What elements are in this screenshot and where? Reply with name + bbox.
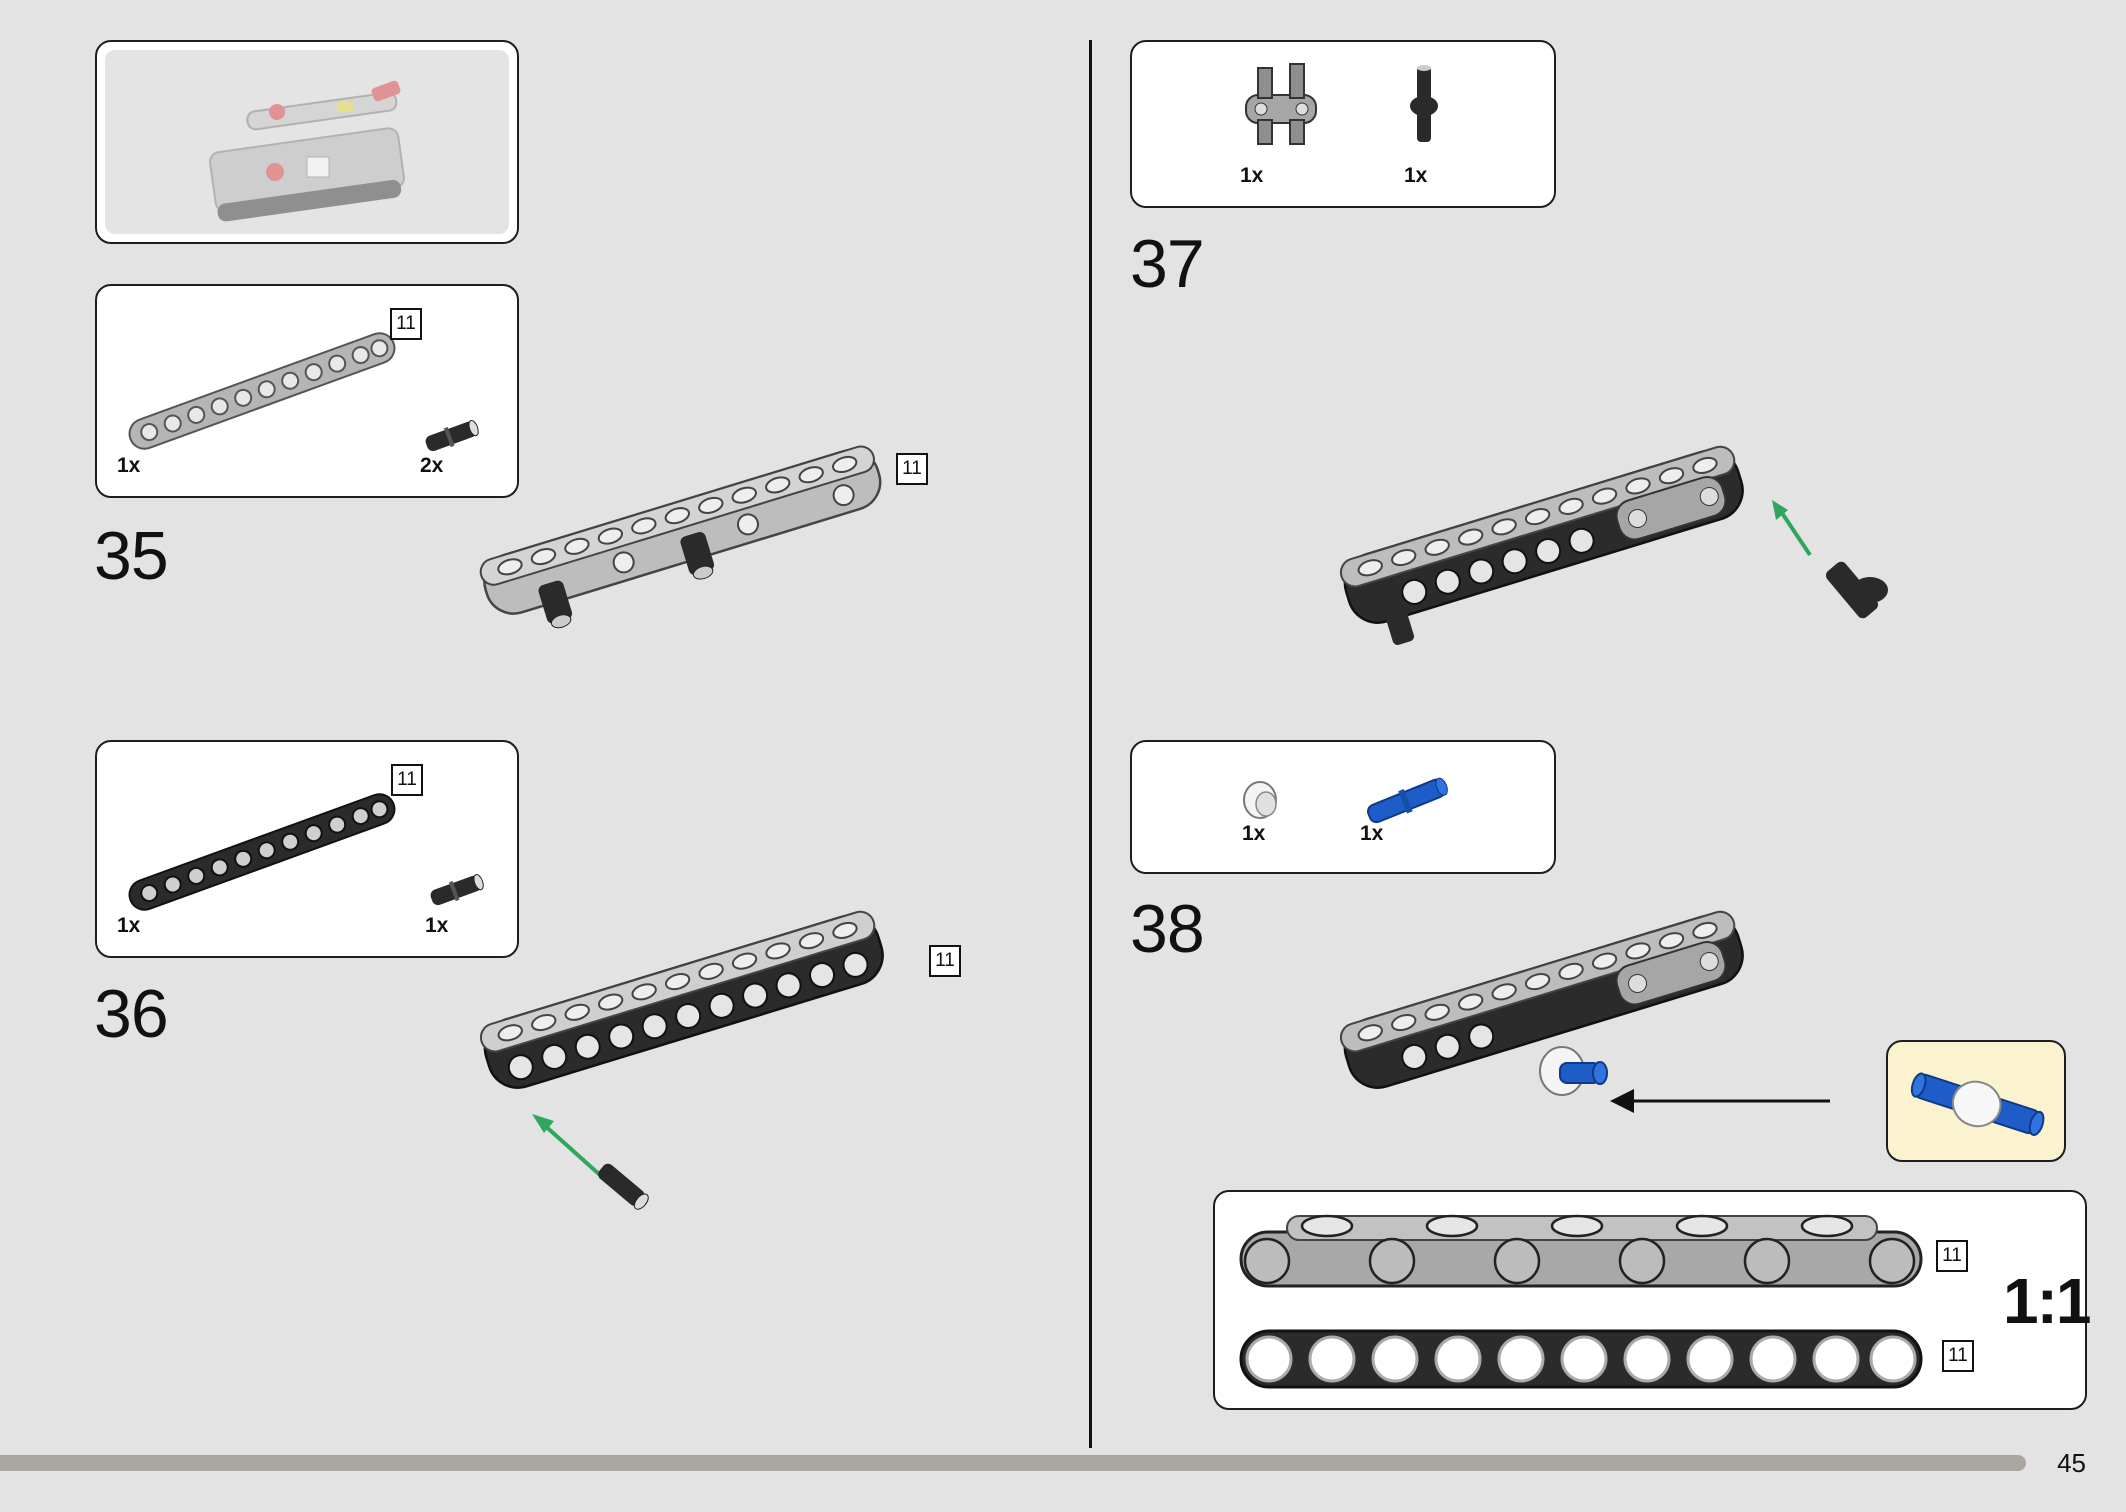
page-number: 45 bbox=[2057, 1448, 2086, 1478]
build-length-badge: 11 bbox=[896, 453, 928, 485]
step-36-parts-box: 11 1x 1x bbox=[95, 740, 519, 958]
part-quantity: 1x bbox=[1242, 822, 1266, 845]
step-35-parts-box: 11 1x 2x bbox=[95, 284, 519, 498]
step-36-build-illustration bbox=[479, 910, 884, 1210]
part-quantity: 1x bbox=[425, 914, 449, 937]
blue-axle-pin-part-icon bbox=[1367, 777, 1448, 824]
black-beam-11-part-icon bbox=[128, 793, 396, 911]
step-38-parts-box: 1x 1x bbox=[1130, 740, 1556, 874]
step-37-parts-box: 1x 1x bbox=[1130, 40, 1556, 208]
grey-beam-scale-reference bbox=[1239, 1214, 1923, 1288]
build-length-badge: 11 bbox=[929, 945, 961, 977]
grey-beam-11-part-icon bbox=[128, 332, 396, 450]
step-35-build-illustration bbox=[479, 445, 882, 629]
part-quantity: 1x bbox=[117, 914, 141, 937]
pin-with-bush-part-icon bbox=[1410, 65, 1438, 142]
black-pin-part-icon bbox=[425, 419, 479, 452]
faded-assembly-image bbox=[209, 80, 405, 222]
part-quantity: 1x bbox=[1240, 164, 1264, 187]
step-number: 38 bbox=[1130, 891, 1205, 967]
step-number: 36 bbox=[94, 976, 169, 1052]
previous-step-thumbnail bbox=[95, 40, 519, 244]
step-37-build-illustration bbox=[1339, 445, 1888, 645]
step-number: 37 bbox=[1130, 226, 1205, 302]
part-quantity: 1x bbox=[1404, 164, 1428, 187]
part-length-badge: 11 bbox=[390, 308, 422, 340]
step-number: 35 bbox=[94, 518, 169, 594]
page-divider bbox=[1089, 40, 1092, 1448]
bush-on-axle-pin-detail-icon bbox=[1910, 1072, 2045, 1136]
scale-length-badge: 11 bbox=[1936, 1240, 1968, 1272]
part-quantity: 1x bbox=[117, 454, 141, 477]
black-pin-part-icon bbox=[430, 873, 484, 906]
part-quantity: 1x bbox=[1360, 822, 1384, 845]
black-beam-scale-reference bbox=[1239, 1329, 1923, 1389]
scale-length-badge: 11 bbox=[1942, 1340, 1974, 1372]
scale-label: 1:1 bbox=[2003, 1265, 2091, 1337]
white-bush-part-icon bbox=[1243, 781, 1277, 819]
part-quantity: 2x bbox=[420, 454, 444, 477]
step-38-build-illustration bbox=[1339, 910, 1830, 1113]
assembly-detail-callout bbox=[1886, 1040, 2066, 1162]
scale-reference-panel: 11 11 1:1 bbox=[1213, 1190, 2091, 1410]
double-pin-cross-block-part-icon bbox=[1245, 63, 1317, 145]
footer-bar bbox=[0, 1455, 2026, 1471]
part-length-badge: 11 bbox=[391, 764, 423, 796]
